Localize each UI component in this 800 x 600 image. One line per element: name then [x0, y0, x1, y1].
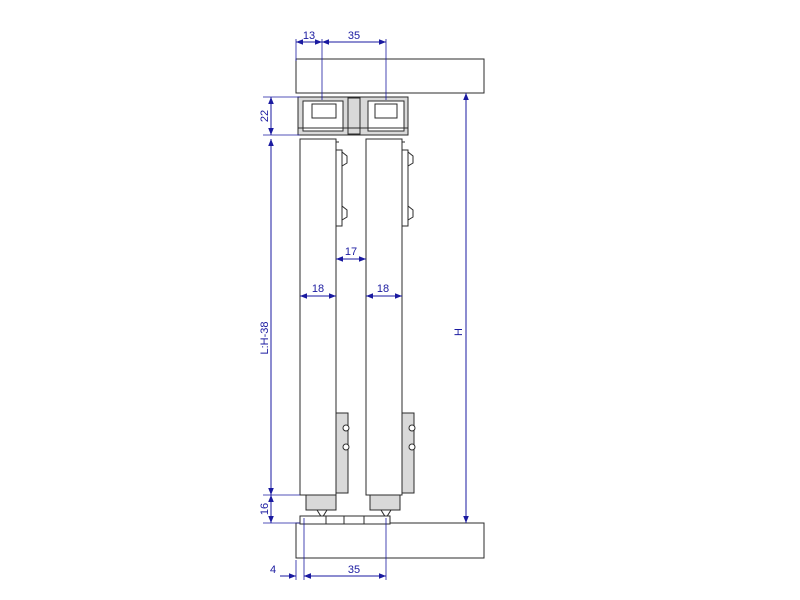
lower-bracket-left: [335, 412, 350, 494]
upper-hanger-right: [401, 149, 414, 227]
door-panel-right: [365, 138, 403, 496]
top-track-profile: [297, 96, 409, 136]
dim-label-17: 17: [345, 246, 357, 258]
bottom-floor-board: [295, 522, 485, 559]
dim-label-18-right: 18: [377, 283, 389, 295]
dim-label-18-left: 18: [312, 283, 324, 295]
dim-label-16: 16: [259, 503, 271, 515]
top-header-board: [295, 58, 485, 94]
upper-hanger-left: [335, 149, 348, 227]
bottom-guide: [299, 494, 401, 525]
dim-label-H: H: [453, 328, 465, 336]
dim-label-4: 4: [270, 564, 276, 576]
dim-label-13: 13: [303, 30, 315, 42]
dim-label-22: 22: [259, 110, 271, 122]
dim-label-35-bottom: 35: [348, 564, 360, 576]
lower-bracket-right: [401, 412, 416, 494]
dim-label-panel-length: L:H-38: [259, 321, 271, 354]
door-panel-left: [299, 138, 337, 496]
dim-label-35-top: 35: [348, 30, 360, 42]
